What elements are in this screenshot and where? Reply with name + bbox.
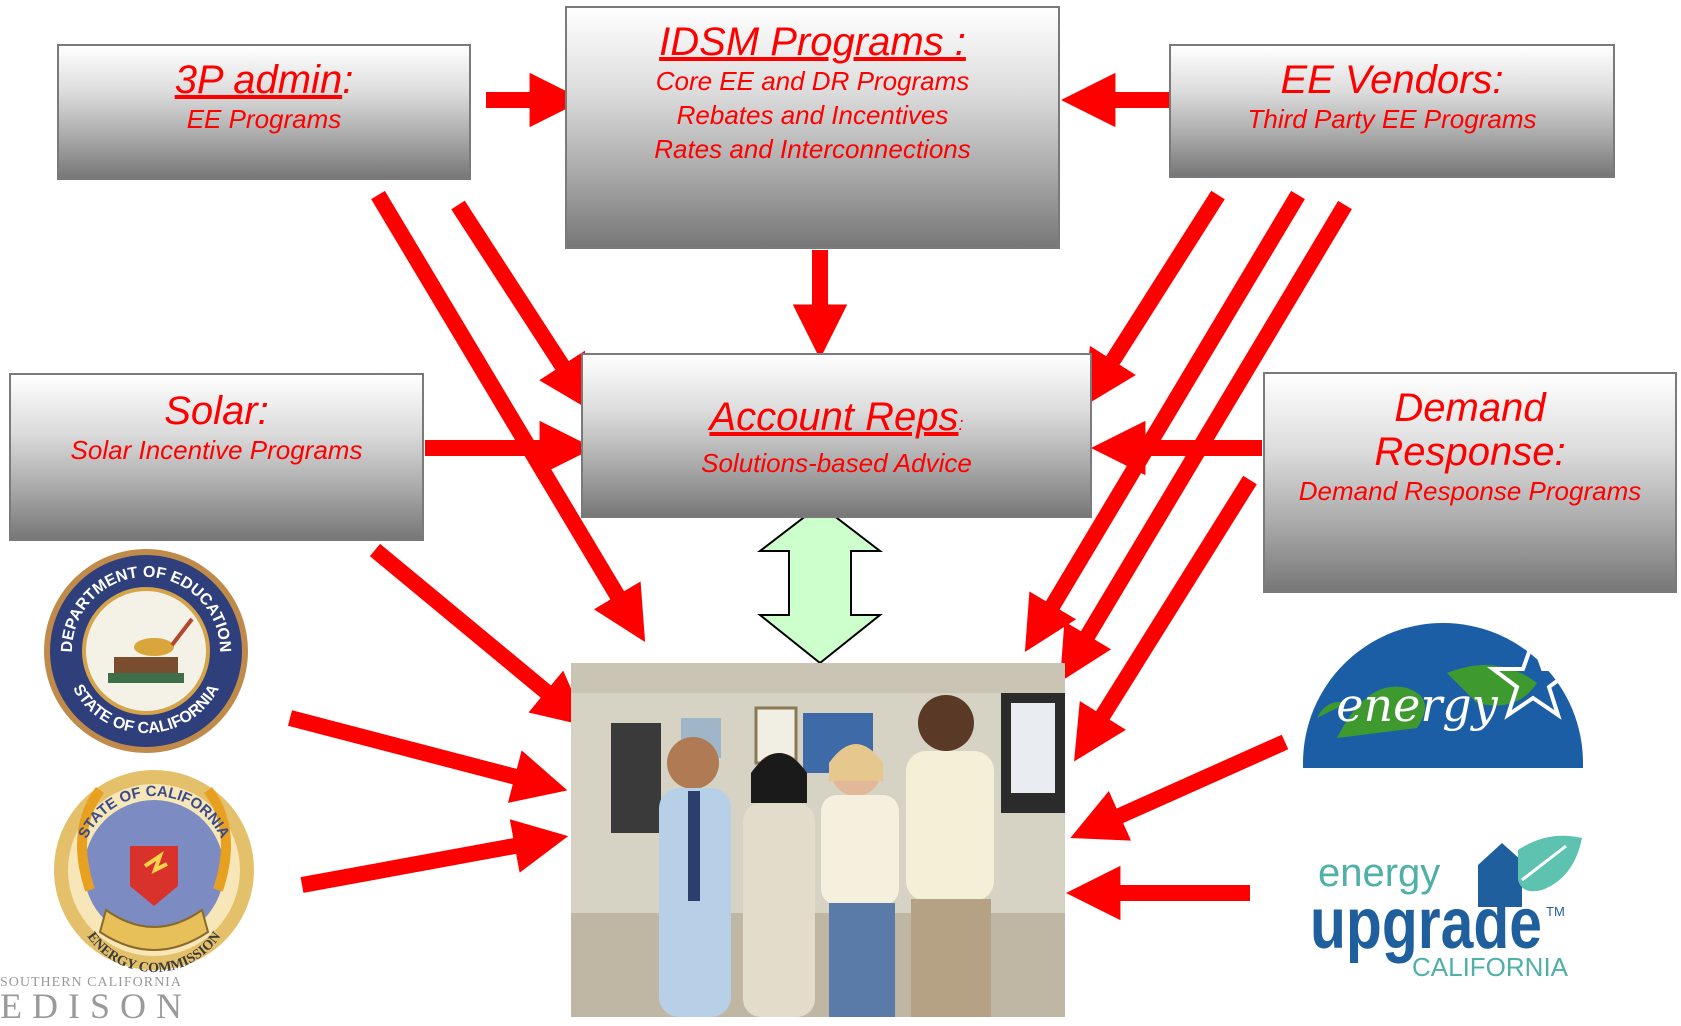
box-dr-title-2: Response:: [1374, 430, 1566, 474]
sce-logo: SOUTHERN CALIFORNIA EDISON: [0, 975, 192, 1024]
energy-star-logo: energy: [1297, 623, 1589, 768]
box-account-title: Account Reps:: [709, 395, 964, 439]
team-photo: [571, 663, 1065, 1017]
arrow-vendors-to-photo-2: [1059, 200, 1352, 683]
box-solar: Solar: Solar Incentive Programs: [9, 373, 424, 541]
sce-logo-line1: SOUTHERN CALIFORNIA: [0, 975, 182, 990]
box-ee-vendors: EE Vendors: Third Party EE Programs: [1169, 44, 1615, 178]
box-demand-response: Demand Response: Demand Response Program…: [1263, 372, 1677, 593]
arrow-energystar-to-photo: [1070, 734, 1289, 841]
box-idsm-programs: IDSM Programs : Core EE and DR Programs …: [565, 6, 1060, 249]
box-idsm-sub-1: Core EE and DR Programs: [655, 66, 970, 96]
arrow-vendors-to-account: [1083, 190, 1225, 407]
arrow-3p-to-photo: [371, 190, 646, 643]
box-vendors-sub: Third Party EE Programs: [1247, 104, 1537, 134]
energy-upgrade-logo: energy upgrade TM CALIFORNIA: [1308, 820, 1588, 982]
energy-star-text: energy: [1336, 678, 1499, 732]
arrow-education-to-photo: [287, 710, 568, 803]
box-dr-title-1: Demand: [1394, 386, 1546, 430]
upgrade-tm: TM: [1546, 904, 1565, 919]
upgrade-line1: energy: [1318, 851, 1440, 895]
arrow-solar-to-photo: [369, 543, 588, 727]
double-arrow-green: [757, 503, 883, 665]
upgrade-line3: CALIFORNIA: [1412, 952, 1569, 980]
arrow-3p-to-account: [451, 200, 592, 412]
box-idsm-sub-2: Rebates and Incentives: [676, 100, 949, 130]
box-account-sub: Solutions-based Advice: [701, 448, 972, 478]
arrow-demand-to-photo: [1074, 475, 1257, 762]
box-solar-sub: Solar Incentive Programs: [70, 435, 363, 465]
box-account-reps: Account Reps: Solutions-based Advice: [581, 353, 1092, 518]
education-seal-logo: DEPARTMENT OF EDUCATION STATE OF CALIFOR…: [42, 547, 250, 755]
arrow-vendors-to-photo-1: [1024, 190, 1305, 653]
arrow-commission-to-photo: [300, 819, 569, 893]
upgrade-line2: upgrade: [1310, 884, 1542, 964]
box-3p-sub: EE Programs: [186, 104, 342, 134]
box-idsm-sub-3: Rates and Interconnections: [654, 134, 971, 164]
box-3p-admin: 3P admin: EE Programs: [57, 44, 471, 180]
box-idsm-title: IDSM Programs :: [659, 20, 966, 64]
box-vendors-title: EE Vendors:: [1280, 58, 1504, 102]
box-solar-title: Solar:: [164, 389, 269, 433]
box-3p-title: 3P admin:: [174, 58, 354, 102]
box-dr-sub: Demand Response Programs: [1298, 476, 1642, 506]
energy-commission-seal-logo: STATE OF CALIFORNIA ENERGY COMMISSION: [40, 762, 268, 978]
